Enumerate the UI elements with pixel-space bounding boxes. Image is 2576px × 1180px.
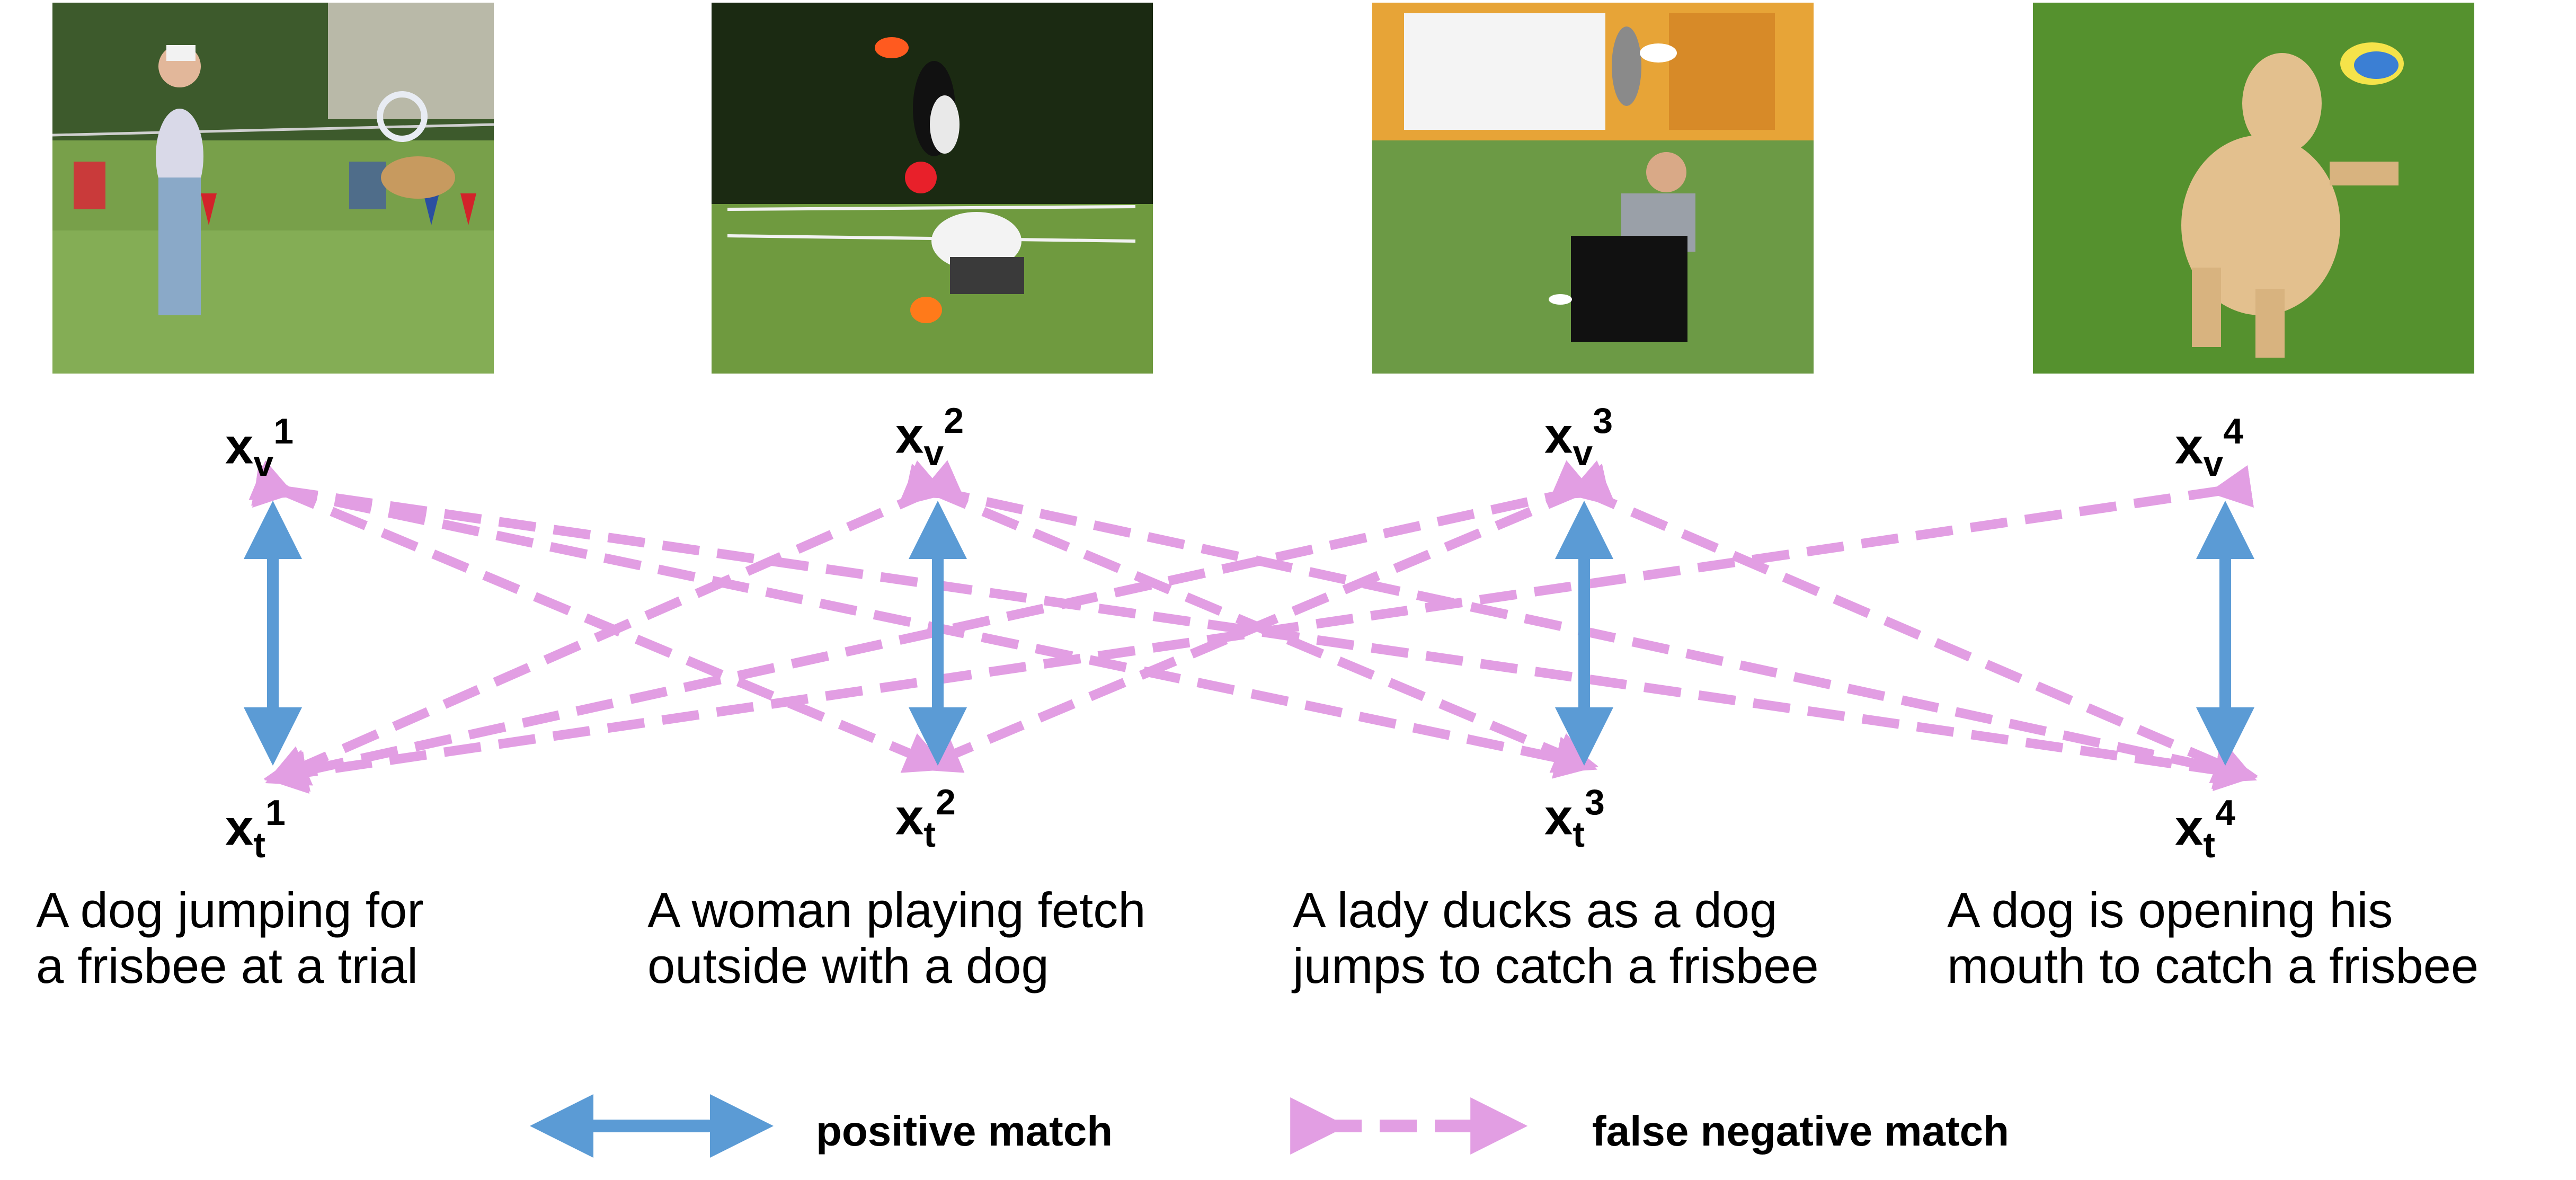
legend-positive-label: positive match xyxy=(816,1107,1113,1155)
label-xv-3: xv3 xyxy=(1544,401,1613,474)
label-xt-1: xt1 xyxy=(225,793,286,866)
label-xv-1: xv1 xyxy=(225,411,294,484)
false-negative-edge-v2-t1 xyxy=(265,460,965,786)
caption-1-line-1: A dog jumping for xyxy=(36,882,424,938)
caption-4-line-1: A dog is opening his xyxy=(1947,882,2393,938)
photo-4 xyxy=(2033,3,2474,374)
caption-2: A woman playing fetch outside with a dog xyxy=(647,882,1146,994)
photo-2 xyxy=(712,3,1153,374)
label-xv-2: xv2 xyxy=(895,401,964,474)
photo-1 xyxy=(52,3,494,374)
positive-edges xyxy=(244,501,2254,766)
label-xv-4: xv4 xyxy=(2175,411,2244,484)
caption-3-line-2: jumps to catch a frisbee xyxy=(1293,938,1819,994)
photo-1-scene xyxy=(52,3,494,374)
false-negative-edge-v1-t2 xyxy=(248,460,948,773)
caption-3: A lady ducks as a dog jumps to catch a f… xyxy=(1293,882,1819,994)
photo-2-scene xyxy=(712,3,1153,374)
photo-3 xyxy=(1372,3,1814,374)
caption-2-line-2: outside with a dog xyxy=(647,938,1049,994)
caption-3-line-1: A lady ducks as a dog xyxy=(1293,882,1778,938)
legend-false-negative-label: false negative match xyxy=(1592,1107,2009,1155)
caption-2-line-1: A woman playing fetch xyxy=(647,882,1146,938)
false-negative-edge-v3-t2 xyxy=(917,460,1614,773)
caption-4-line-2: mouth to catch a frisbee xyxy=(1947,938,2479,994)
label-xt-3: xt3 xyxy=(1544,782,1605,855)
false-negative-edges xyxy=(248,460,2259,794)
photo-3-scene xyxy=(1372,3,1814,374)
caption-1-line-2: a frisbee at a trial xyxy=(36,938,419,994)
label-xt-4: xt4 xyxy=(2175,793,2235,866)
photo-4-scene xyxy=(2033,3,2474,374)
label-xt-2: xt2 xyxy=(895,782,956,855)
caption-1: A dog jumping for a frisbee at a trial xyxy=(36,882,424,994)
false-negative-edge-v3-t4 xyxy=(1549,460,2257,784)
caption-4: A dog is opening his mouth to catch a fr… xyxy=(1947,882,2479,994)
